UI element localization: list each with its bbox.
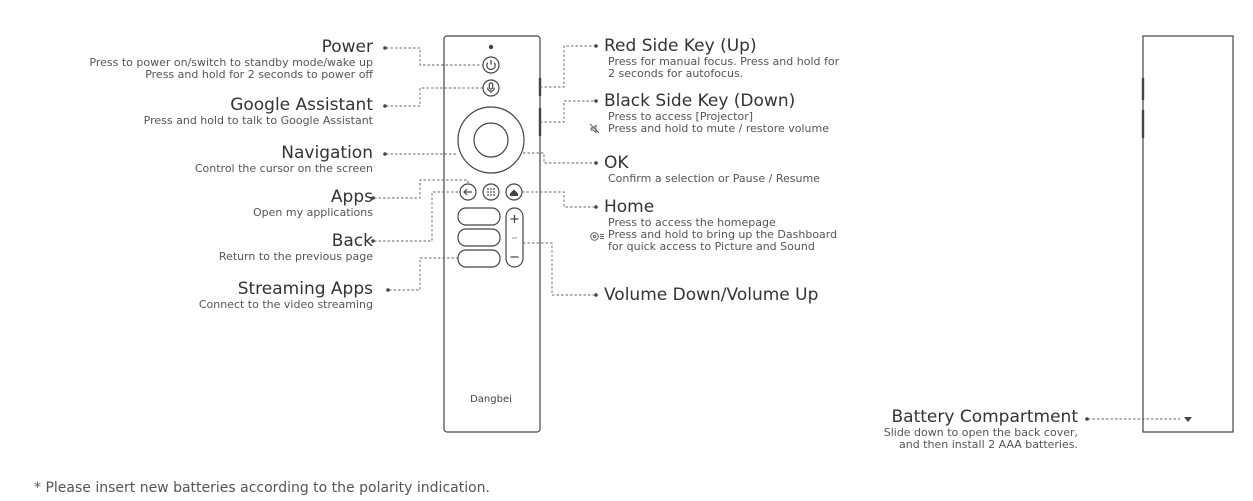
callout-title: Black Side Key (Down)	[604, 91, 796, 111]
callout-title: Volume Down/Volume Up	[604, 285, 819, 305]
google-assistant-button	[482, 79, 500, 97]
back-button	[459, 183, 477, 201]
callout-desc-line: Control the cursor on the screen	[194, 162, 373, 175]
dashboard-icon	[590, 232, 604, 241]
callout-title: Power	[321, 37, 373, 57]
callout-title: Google Assistant	[230, 95, 373, 115]
mute-icon	[589, 123, 600, 134]
callout-power: Power Press to power on/switch to standb…	[89, 37, 373, 81]
callout-back: Back Return to the previous page	[219, 231, 373, 263]
brand-logo: Dangbei	[470, 394, 512, 405]
leader-black-side-key	[540, 100, 594, 123]
slide-down-arrow-icon	[1184, 417, 1192, 422]
leader-home	[522, 191, 594, 208]
streaming-button-2	[457, 228, 501, 247]
callout-ok: OK Confirm a selection or Pause / Resume	[604, 153, 820, 185]
callout-black-side-key: Black Side Key (Down) Press to access [P…	[604, 91, 829, 135]
callout-desc-line: Slide down to open the back cover,	[883, 426, 1078, 439]
callout-desc-line: 2 seconds for autofocus.	[608, 67, 744, 80]
callout-desc-line: for quick access to Picture and Sound	[608, 240, 815, 253]
streaming-button-3	[457, 249, 501, 268]
leader-red-side-key	[540, 45, 594, 88]
callout-home: Home Press to access the homepage Press …	[604, 197, 837, 253]
callout-desc-line: Connect to the video streaming	[198, 298, 373, 311]
leader-ok	[523, 152, 594, 164]
callout-desc-line: Press and hold to bring up the Dashboard	[608, 228, 838, 241]
volume-rocker	[505, 207, 524, 268]
navigation-ring	[457, 106, 525, 174]
leader-streaming	[389, 257, 458, 291]
callout-red-side-key: Red Side Key (Up) Press for manual focus…	[604, 36, 839, 80]
callout-volume: Volume Down/Volume Up	[604, 285, 818, 305]
callout-navigation: Navigation Control the cursor on the scr…	[195, 143, 373, 175]
leader-apps	[374, 179, 469, 199]
leader-back	[374, 191, 460, 242]
streaming-button-1	[457, 207, 501, 226]
callout-desc-line: Open my applications	[252, 206, 373, 219]
callout-apps: Apps Open my applications	[253, 187, 373, 219]
callout-title: Home	[604, 197, 655, 217]
callout-desc-line: Return to the previous page	[218, 250, 373, 263]
callout-title: Red Side Key (Up)	[604, 36, 757, 56]
leader-power	[386, 47, 483, 66]
callout-desc-line: Press and hold to mute / restore volume	[608, 122, 829, 135]
leader-assistant	[386, 87, 483, 107]
callout-desc-line: Press for manual focus. Press and hold f…	[608, 55, 840, 68]
callout-desc-line: Confirm a selection or Pause / Resume	[608, 172, 820, 185]
home-button	[505, 183, 523, 201]
callout-battery-compartment: Battery Compartment Slide down to open t…	[884, 407, 1078, 451]
callout-title: Battery Compartment	[891, 407, 1078, 427]
callout-desc-line: Press to access the homepage	[608, 216, 776, 229]
battery-footnote: * Please insert new batteries according …	[34, 480, 490, 496]
ok-button	[473, 122, 509, 158]
power-button	[482, 56, 500, 74]
remote-body-front	[443, 35, 541, 433]
callout-streaming-apps: Streaming Apps Connect to the video stre…	[199, 279, 373, 311]
leader-dots	[371, 44, 1089, 421]
callout-title: OK	[604, 153, 629, 173]
callout-desc-line: and then install 2 AAA batteries.	[898, 438, 1078, 451]
callout-desc-line: Press and hold for 2 seconds to power of…	[145, 68, 373, 81]
leader-volume	[523, 242, 594, 296]
callout-desc-line: Press to power on/switch to standby mode…	[89, 56, 373, 69]
remote-body-side	[1142, 35, 1234, 433]
apps-button	[482, 183, 500, 201]
callout-desc-line: Press to access [Projector]	[608, 110, 754, 123]
indicator-light	[488, 44, 494, 50]
callout-desc-line: Press and hold to talk to Google Assista…	[143, 114, 373, 127]
callout-title: Back	[331, 231, 373, 251]
callout-title: Streaming Apps	[237, 279, 373, 299]
callout-google-assistant: Google Assistant Press and hold to talk …	[144, 95, 373, 127]
callout-title: Apps	[330, 187, 373, 207]
callout-title: Navigation	[281, 143, 373, 163]
